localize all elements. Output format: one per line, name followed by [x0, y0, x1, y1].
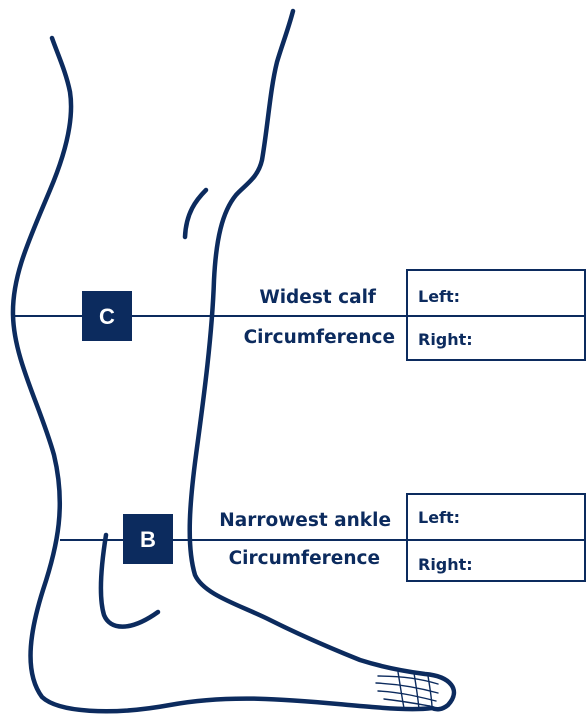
- ankle-measurement: B Narrowest ankle Circumference Left: Ri…: [60, 494, 586, 581]
- ankle-right-label: Right:: [418, 555, 473, 574]
- ankle-left-label: Left:: [418, 508, 460, 527]
- calf-measurement: C Widest calf Circumference Left: Right:: [13, 270, 586, 360]
- ankle-label-line2: Circumference: [229, 548, 380, 569]
- calf-left-label: Left:: [418, 287, 460, 306]
- calf-label-line1: Widest calf: [259, 287, 377, 308]
- ankle-badge-letter: B: [140, 527, 156, 552]
- calf-right-label: Right:: [418, 330, 473, 349]
- leg-illustration: [13, 11, 454, 711]
- calf-badge-letter: C: [99, 304, 115, 329]
- leg-back-outline: [13, 38, 432, 711]
- calf-label-line2: Circumference: [244, 327, 395, 348]
- ankle-label-line1: Narrowest ankle: [219, 510, 391, 531]
- toe-lines: [376, 672, 438, 709]
- knee-crease: [185, 190, 206, 237]
